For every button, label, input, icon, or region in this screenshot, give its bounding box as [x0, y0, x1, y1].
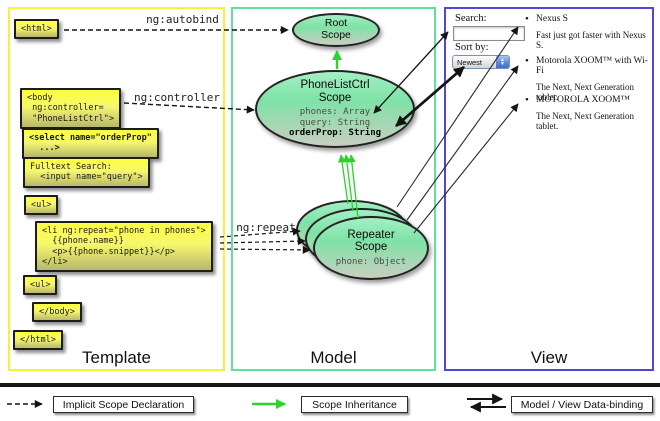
template-column-label: Template	[82, 348, 151, 367]
phonelistctrl-scope-ellipse: PhoneListCtrl Scope phones: Array query:…	[255, 70, 415, 148]
search-label: Search:	[455, 13, 487, 24]
code-box-body-close: </body>	[32, 302, 82, 323]
phonelistctrl-prop-orderprop: orderProp: String	[288, 128, 382, 139]
legend-implicit-scope-declaration: Implicit Scope Declaration	[53, 396, 194, 413]
legend-separator-line	[0, 383, 660, 387]
repeater-prop-phone: phone: Object	[335, 256, 407, 267]
model-column-label: Model	[310, 348, 357, 367]
view-column-label: View	[530, 348, 568, 367]
phone-list-item: Nexus S Fast just got faster with Nexus …	[524, 13, 652, 50]
repeater-scope-title: Repeater Scope	[347, 228, 395, 254]
autobind-arrow-label: ng:autobind	[146, 13, 219, 26]
code-box-ul-open: <ul>	[24, 195, 59, 216]
code-box-fulltext-search: Fulltext Search: <input name="query">	[23, 157, 150, 188]
code-box-body-open: <body ng:controller= "PhoneListCtrl">	[20, 88, 121, 130]
code-box-html-open: <html>	[14, 19, 59, 40]
root-scope-title: Root Scope	[321, 17, 351, 41]
controller-arrow-label: ng:controller	[133, 91, 221, 104]
phone-list-item: MOTOROLA XOOM™ The Next, Next Generation…	[524, 94, 652, 131]
code-box-ul-close: <ul>	[23, 275, 58, 296]
legend-double-arrow	[467, 393, 506, 413]
model-column-frame	[231, 7, 436, 371]
root-scope-ellipse: Root Scope	[292, 13, 380, 47]
legend-model-view-data-binding: Model / View Data-binding	[511, 396, 653, 413]
phone-item-desc: Fast just got faster with Nexus S.	[536, 30, 646, 50]
search-input[interactable]	[453, 26, 525, 41]
dropdown-stepper-icon: ▲▼	[496, 56, 509, 68]
code-box-select: <select name="orderProp" ...>	[22, 128, 159, 159]
sort-by-label: Sort by:	[455, 42, 489, 53]
legend-scope-inheritance: Scope Inheritance	[301, 396, 408, 413]
phonelistctrl-scope-title: PhoneListCtrl Scope	[300, 78, 370, 104]
code-box-li-repeat: <li ng:repeat="phone in phones"> {{phone…	[35, 221, 213, 273]
phone-item-title: Nexus S	[525, 13, 652, 25]
sort-dropdown[interactable]: Newest ▲▼	[452, 55, 510, 69]
repeater-scope-ellipse: Repeater Scope phone: Object	[313, 216, 429, 280]
phonelistctrl-prop-query: query: String	[299, 117, 371, 128]
phone-item-title: Motorola XOOM™ with Wi-Fi	[525, 55, 652, 76]
sort-dropdown-value: Newest	[457, 57, 483, 67]
phonelistctrl-prop-phones: phones: Array	[299, 107, 371, 118]
phone-item-title: MOTOROLA XOOM™	[525, 94, 652, 106]
phone-item-desc: The Next, Next Generation tablet.	[536, 111, 634, 131]
code-box-html-close: </html>	[13, 330, 63, 351]
repeat-arrow-label: ng:repeat	[236, 221, 296, 234]
